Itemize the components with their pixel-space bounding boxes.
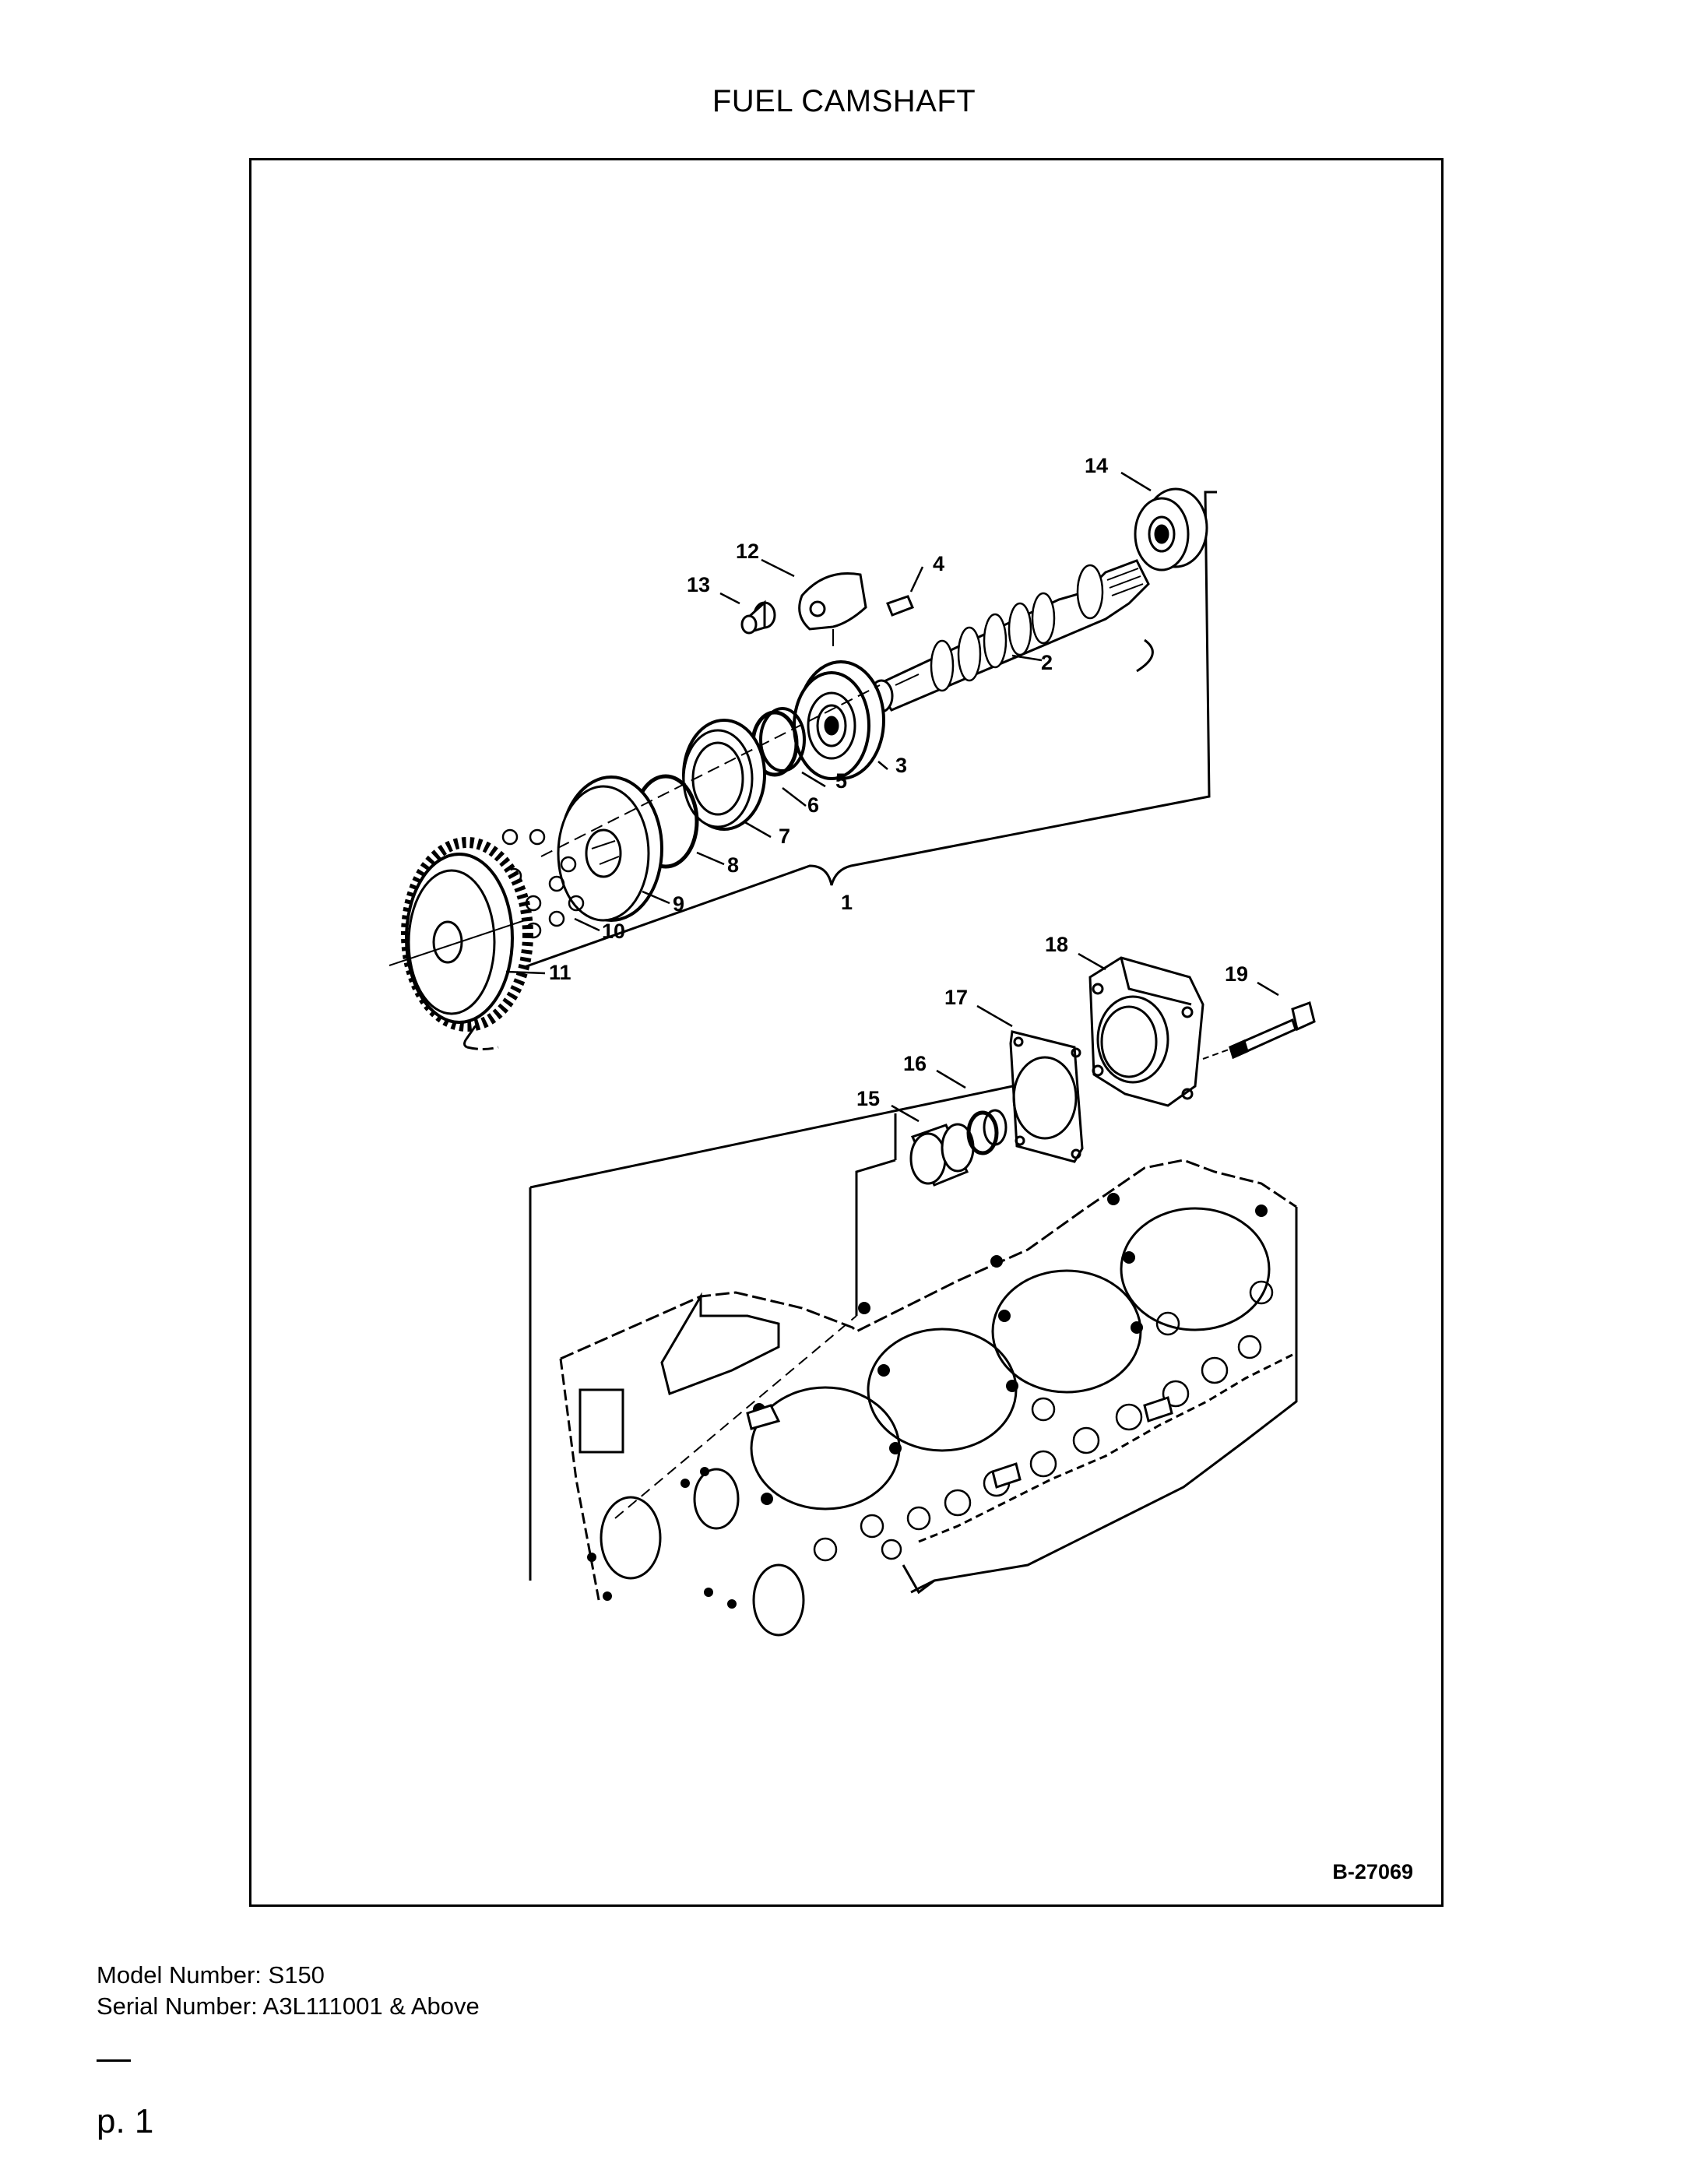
callout-7: 7 (779, 825, 790, 848)
callout-15: 15 (856, 1087, 880, 1110)
collar-7 (682, 719, 766, 831)
plate-9 (557, 775, 663, 922)
callout-12: 12 (736, 540, 759, 563)
callout-16: 16 (903, 1052, 927, 1075)
bolt-19 (1202, 1001, 1316, 1060)
cylinder-block (559, 1159, 1298, 1637)
callout-18: 18 (1045, 933, 1068, 956)
gasket-17 (1009, 1030, 1084, 1163)
axis-lines (540, 684, 881, 857)
callout-labels: 1 2 3 4 5 6 7 8 9 10 11 12 13 14 15 16 1… (549, 454, 1248, 1110)
gear-11 (389, 837, 533, 1032)
assembly-bracket (463, 491, 1217, 1050)
lower-bracket (529, 1082, 1025, 1581)
leader-lines (505, 471, 1279, 1123)
stopper-12 (798, 572, 867, 646)
callout-11: 11 (549, 961, 571, 984)
callout-9: 9 (673, 892, 684, 916)
serial-number: Serial Number: A3L111001 & Above (97, 1992, 480, 2020)
camshaft (869, 559, 1150, 713)
callout-2: 2 (1041, 651, 1053, 674)
callout-13: 13 (687, 573, 710, 596)
callout-17: 17 (944, 986, 968, 1009)
diagram-frame: B-27069 (249, 158, 1444, 1907)
figure-code: B-27069 (1332, 1860, 1413, 1883)
guide-line (614, 1315, 857, 1519)
screw-13 (740, 600, 776, 635)
callout-14: 14 (1085, 454, 1108, 477)
callout-4: 4 (933, 552, 944, 575)
callout-19: 19 (1225, 962, 1248, 986)
callout-3: 3 (895, 754, 907, 777)
o-ring-16 (966, 1109, 1008, 1155)
model-number: Model Number: S150 (97, 1961, 325, 1989)
callout-5: 5 (835, 769, 847, 793)
page-rule (97, 2059, 131, 2062)
callout-8: 8 (727, 853, 739, 877)
bearing-14 (1134, 487, 1208, 571)
page-number: p. 1 (97, 2102, 154, 2140)
key-4 (886, 595, 914, 617)
page-title: FUEL CAMSHAFT (712, 84, 976, 118)
document-footer: Model Number: S150 Serial Number: A3L111… (97, 1960, 480, 2022)
callout-6: 6 (807, 793, 819, 817)
callout-10: 10 (602, 920, 625, 943)
bushing-15 (909, 1123, 975, 1187)
cover-18 (1088, 956, 1204, 1107)
callout-1: 1 (841, 891, 853, 914)
bearing-3 (793, 660, 885, 780)
